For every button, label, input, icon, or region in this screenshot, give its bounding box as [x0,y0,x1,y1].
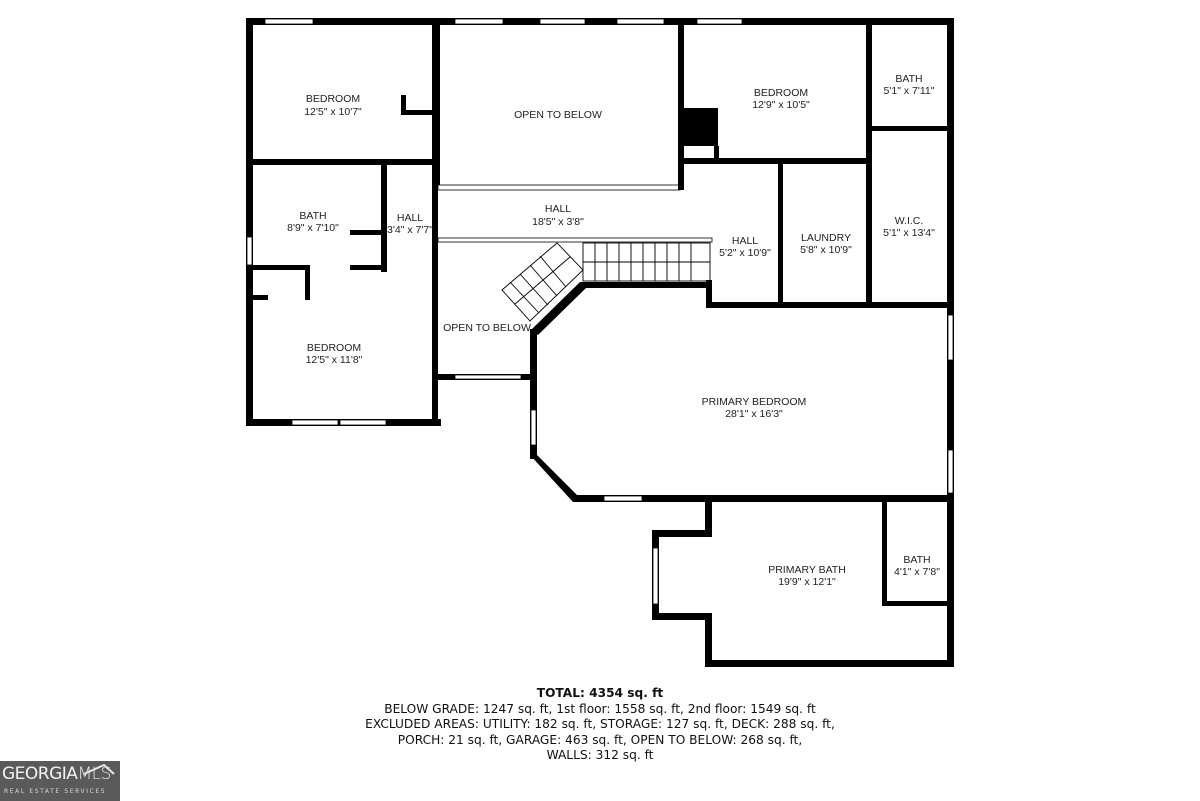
room-name-open-below-stairs: OPEN TO BELOW [443,322,531,334]
room-name-bedroom-nw: BEDROOM [306,93,360,105]
room-dims-bath-se: 4'1" x 7'8" [894,566,940,578]
area-breakdown-line-2: EXCLUDED AREAS: UTILITY: 182 sq. ft, STO… [365,717,835,731]
room-dims-primary-bath: 19'9" x 12'1" [778,576,836,588]
room-name-laundry: LAUNDRY [801,232,851,244]
room-labels: BEDROOM 12'5" x 10'7" BATH 8'9" x 7'10" … [287,73,940,588]
logo-brand: GEORGIAMLS [2,764,111,784]
staircase [501,242,711,322]
room-name-wic: W.I.C. [895,215,924,227]
room-name-open-below-top: OPEN TO BELOW [514,109,602,121]
area-breakdown-line-4: WALLS: 312 sq. ft [546,748,654,762]
roof-icon [83,763,115,775]
total-area: TOTAL: 4354 sq. ft [536,686,664,700]
room-dims-bedroom-sw: 12'5" x 11'8" [306,354,363,366]
room-name-bedroom-ne: BEDROOM [754,87,808,99]
room-name-bath-w: BATH [299,210,326,222]
room-dims-bedroom-nw: 12'5" x 10'7" [304,106,362,118]
room-name-hall-w: HALL [397,212,423,224]
logo-brand-main: GEORGIA [2,764,78,784]
logo-brand-accent: MLS [77,764,111,784]
georgia-mls-logo: GEORGIAMLS REAL ESTATE SERVICES [0,761,120,801]
room-name-primary-bath: PRIMARY BATH [768,564,846,576]
room-dims-wic: 5'1" x 13'4" [883,227,935,239]
room-name-hall-e: HALL [732,235,758,247]
room-dims-bath-ne: 5'1" x 7'11" [884,85,935,97]
room-name-primary-bedroom: PRIMARY BEDROOM [702,396,807,408]
room-dims-bedroom-ne: 12'9" x 10'5" [752,99,810,111]
room-dims-hall-e: 5'2" x 10'9" [719,247,771,259]
room-name-bedroom-sw: BEDROOM [307,342,361,354]
room-dims-hall-w: 3'4" x 7'7" [387,224,433,236]
room-name-bath-se: BATH [903,554,930,566]
windows [246,18,954,605]
room-dims-hall-center: 18'5" x 3'8" [532,216,584,228]
area-summary: TOTAL: 4354 sq. ft BELOW GRADE: 1247 sq.… [300,686,900,764]
room-dims-primary-bedroom: 28'1" x 16'3" [725,408,783,420]
room-dims-laundry: 5'8" x 10'9" [800,244,852,256]
logo-tagline: REAL ESTATE SERVICES [4,788,107,795]
area-breakdown-line-1: BELOW GRADE: 1247 sq. ft, 1st floor: 155… [384,701,816,716]
room-name-hall-center: HALL [545,203,571,215]
room-name-bath-ne: BATH [895,73,922,85]
room-dims-bath-w: 8'9" x 7'10" [287,222,339,234]
area-breakdown-line-3: PORCH: 21 sq. ft, GARAGE: 463 sq. ft, OP… [397,732,803,747]
